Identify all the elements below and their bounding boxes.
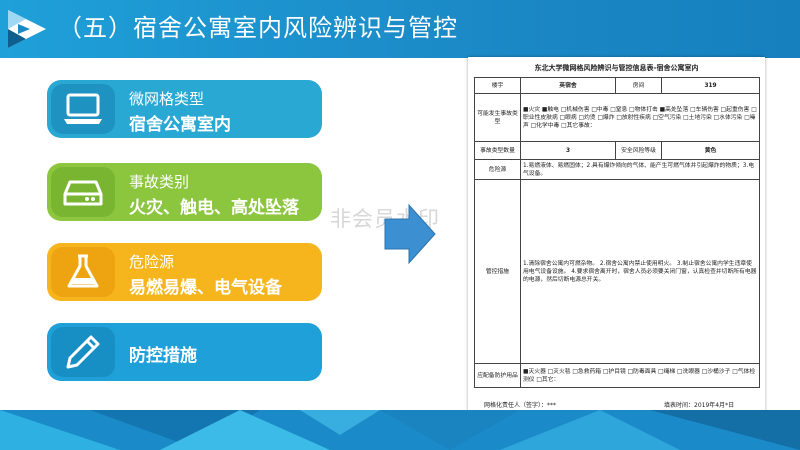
header-bar: （五）宿舍公寓室内风险辨识与管控: [0, 0, 800, 58]
table-cell: 英宿舍: [520, 77, 616, 94]
table-cell: 1.易燃液体、易燃固体；2.具有爆炸倾向的气体、能产生可燃气体并引起爆炸的物质；…: [520, 159, 760, 180]
table-cell: 应配备防护用品: [474, 363, 521, 388]
table-row: 危险源 1.易燃液体、易燃固体；2.具有爆炸倾向的气体、能产生可燃气体并引起爆炸…: [474, 159, 760, 180]
footer-band: [0, 410, 800, 450]
table-cell: 1.清除宿舍公寓内可燃杂物。 2.宿舍公寓内禁止使用明火。 3.制止宿舍公寓内学…: [520, 179, 760, 364]
category-card-grid-type: 微网格类型 宿舍公寓室内: [47, 80, 322, 138]
logo-icon: [8, 10, 46, 48]
table-row: 管控措施 1.清除宿舍公寓内可燃杂物。 2.宿舍公寓内禁止使用明火。 3.制止宿…: [474, 179, 760, 364]
flask-icon: [67, 254, 99, 288]
table-row: 可能发生事故类型 ■火灾 ■触电 □机械伤害 □中毒 □窒息 □物体打击 ■高处…: [474, 93, 760, 142]
risk-table: 楼宇 英宿舍 房间 319 可能发生事故类型 ■火灾 ■触电 □机械伤害 □中毒…: [474, 77, 760, 388]
category-card-hazard: 危险源 易燃易爆、电气设备: [47, 243, 322, 301]
hard-drive-icon: [63, 180, 103, 206]
category-card-accident-type: 事故类别 火灾、触电、高处坠落: [47, 163, 322, 221]
table-cell: 管控措施: [474, 179, 521, 364]
table-cell: 安全风险等级: [615, 141, 662, 160]
category-value: 火灾、触电、高处坠落: [129, 198, 299, 218]
category-label: 危险源: [129, 253, 175, 271]
category-card-measures: 防控措施: [47, 323, 322, 381]
table-row: 楼宇 英宿舍 房间 319: [474, 77, 760, 94]
table-cell: 危险源: [474, 159, 521, 180]
laptop-icon: [64, 93, 102, 124]
table-cell: 黄色: [661, 141, 760, 160]
arrow-right-icon: [384, 203, 436, 265]
table-row: 事故类型数量 3 安全风险等级 黄色: [474, 141, 760, 160]
category-value: 防控措施: [129, 346, 197, 366]
category-label: 事故类别: [129, 173, 190, 191]
table-cell: 事故类型数量: [474, 141, 521, 160]
category-value: 宿舍公寓室内: [129, 115, 231, 135]
table-cell: ■火灾 ■触电 □机械伤害 □中毒 □窒息 □物体打击 ■高处坠落 □车辆伤害 …: [520, 93, 760, 142]
table-cell: ■灭火器 □灭火毯 □急救药箱 □护目镜 □防毒面具 □绳梯 □洗眼器 □沙桶沙…: [520, 363, 760, 388]
table-cell: 房间: [615, 77, 662, 94]
table-cell: 319: [661, 77, 760, 94]
pencil-icon: [66, 335, 100, 369]
risk-info-document: 东北大学微网格风险辨识与管控信息表-宿舍公寓室内 楼宇 英宿舍 房间 319 可…: [468, 57, 765, 414]
table-row: 应配备防护用品 ■灭火器 □灭火毯 □急救药箱 □护目镜 □防毒面具 □绳梯 □…: [474, 363, 760, 388]
document-title: 东北大学微网格风险辨识与管控信息表-宿舍公寓室内: [534, 64, 699, 72]
table-cell: 可能发生事故类型: [474, 93, 521, 142]
signature-line: 网格化责任人（签字）：***: [484, 402, 557, 409]
date-line: 填表时间：2019年4月*日: [664, 402, 735, 409]
category-value: 易燃易爆、电气设备: [129, 278, 282, 298]
table-cell: 楼宇: [474, 77, 521, 94]
category-label: 微网格类型: [129, 90, 205, 108]
table-cell: 3: [520, 141, 616, 160]
page-title: （五）宿舍公寓室内风险辨识与管控: [58, 14, 458, 42]
